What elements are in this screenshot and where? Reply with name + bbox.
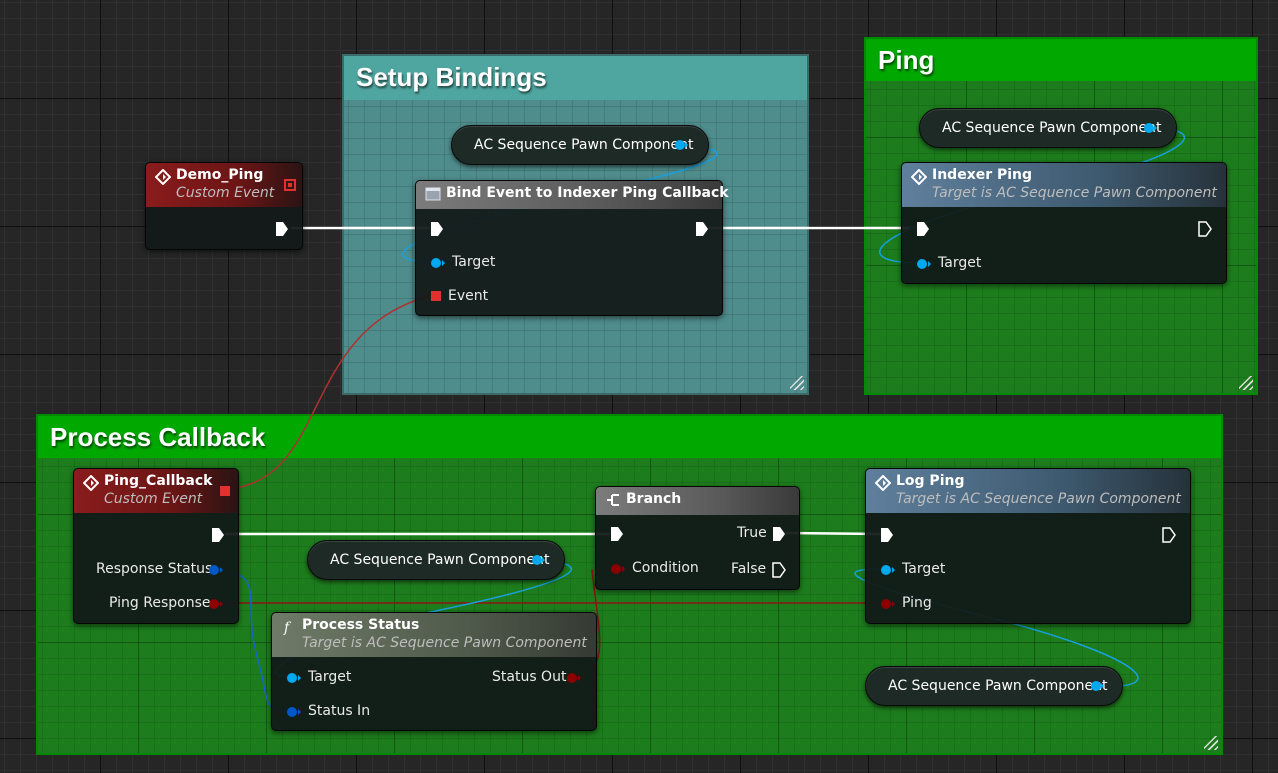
- pin-label-status-out: Status Out: [492, 669, 567, 685]
- delegate-pin-icon[interactable]: [430, 290, 442, 302]
- exec-out-pin-icon[interactable]: [695, 221, 709, 237]
- pin-label-target: Target: [308, 669, 352, 685]
- object-pin-icon[interactable]: [674, 139, 688, 151]
- node-ping-callback[interactable]: Ping_Callback Custom Event Response Stat…: [73, 468, 239, 624]
- object-pin-icon[interactable]: [430, 257, 446, 269]
- node-title: Process Status: [302, 617, 420, 633]
- exec-in-pin-icon[interactable]: [610, 526, 624, 542]
- delegate-pin-icon[interactable]: [284, 179, 296, 191]
- delegate-pin-icon[interactable]: [219, 485, 231, 497]
- variable-ac-sequence-pawn-component[interactable]: AC Sequence Pawn Component: [919, 108, 1177, 148]
- node-subtitle: Custom Event: [176, 185, 275, 201]
- variable-ac-sequence-pawn-component[interactable]: AC Sequence Pawn Component: [307, 540, 565, 580]
- node-log-ping[interactable]: Log Ping Target is AC Sequence Pawn Comp…: [865, 468, 1191, 624]
- pin-label-response-status: Response Status: [96, 561, 213, 577]
- object-pin-icon[interactable]: [880, 564, 896, 576]
- node-subtitle: Custom Event: [104, 491, 203, 507]
- node-bind-event[interactable]: Bind Event to Indexer Ping Callback Targ…: [415, 180, 729, 316]
- node-header[interactable]: Demo_Ping Custom Event: [146, 163, 302, 207]
- struct-pin-icon[interactable]: [566, 672, 582, 684]
- variable-label: AC Sequence Pawn Component: [942, 120, 1162, 136]
- comment-title[interactable]: Process Callback: [38, 416, 1221, 458]
- node-demo-ping[interactable]: Demo_Ping Custom Event: [145, 162, 303, 250]
- exec-out-pin-icon[interactable]: [211, 527, 225, 543]
- exec-out-pin-icon[interactable]: [1162, 527, 1176, 543]
- exec-out-pin-icon[interactable]: [772, 562, 786, 578]
- struct-pin-icon[interactable]: [208, 564, 224, 576]
- node-header[interactable]: f Process Status Target is AC Sequence P…: [272, 613, 596, 657]
- event-diamond-icon: [83, 475, 99, 491]
- node-title: Demo_Ping: [176, 167, 264, 183]
- exec-in-pin-icon[interactable]: [880, 527, 894, 543]
- node-title: Log Ping: [896, 473, 965, 489]
- pin-label-true: True: [737, 525, 767, 541]
- struct-pin-icon[interactable]: [286, 706, 302, 718]
- exec-out-pin-icon[interactable]: [1198, 221, 1212, 237]
- pin-label-target: Target: [902, 561, 946, 577]
- struct-pin-icon[interactable]: [208, 598, 224, 610]
- pin-label-target: Target: [938, 255, 982, 271]
- exec-in-pin-icon[interactable]: [916, 221, 930, 237]
- node-title: Branch: [626, 491, 682, 507]
- node-subtitle: Target is AC Sequence Pawn Component: [932, 185, 1217, 201]
- node-header[interactable]: Ping_Callback Custom Event: [74, 469, 238, 513]
- node-subtitle: Target is AC Sequence Pawn Component: [302, 635, 587, 651]
- branch-icon: [607, 494, 619, 506]
- function-f-icon: f: [283, 620, 292, 635]
- variable-label: AC Sequence Pawn Component: [888, 678, 1108, 694]
- node-process-status[interactable]: f Process Status Target is AC Sequence P…: [271, 612, 597, 731]
- pin-label-event: Event: [448, 288, 489, 304]
- node-branch[interactable]: Branch True Condition False: [595, 486, 800, 590]
- pin-label-condition: Condition: [632, 560, 699, 576]
- node-title: Bind Event to Indexer Ping Callback: [446, 185, 729, 201]
- object-pin-icon[interactable]: [1143, 122, 1157, 134]
- exec-out-pin-icon[interactable]: [275, 221, 289, 237]
- function-window-icon: [425, 187, 441, 201]
- resize-grip-icon[interactable]: [1204, 736, 1218, 750]
- event-diamond-icon: [155, 169, 171, 185]
- object-pin-icon[interactable]: [286, 672, 302, 684]
- node-subtitle: Target is AC Sequence Pawn Component: [896, 491, 1181, 507]
- exec-out-pin-icon[interactable]: [772, 526, 786, 542]
- resize-grip-icon[interactable]: [1239, 376, 1253, 390]
- node-header[interactable]: Indexer Ping Target is AC Sequence Pawn …: [902, 163, 1226, 207]
- object-pin-icon[interactable]: [531, 554, 545, 566]
- bool-pin-icon[interactable]: [610, 563, 626, 575]
- pin-label-status-in: Status In: [308, 703, 371, 719]
- event-diamond-icon: [911, 169, 927, 185]
- struct-pin-icon[interactable]: [880, 598, 896, 610]
- comment-title[interactable]: Setup Bindings: [344, 56, 807, 100]
- node-header[interactable]: Branch: [596, 487, 799, 515]
- object-pin-icon[interactable]: [916, 258, 932, 270]
- variable-ac-sequence-pawn-component[interactable]: AC Sequence Pawn Component: [451, 125, 709, 165]
- node-title: Ping_Callback: [104, 473, 213, 489]
- pin-label-ping-response: Ping Response: [109, 595, 211, 611]
- variable-label: AC Sequence Pawn Component: [474, 137, 694, 153]
- exec-in-pin-icon[interactable]: [430, 221, 444, 237]
- resize-grip-icon[interactable]: [790, 376, 804, 390]
- variable-label: AC Sequence Pawn Component: [330, 552, 550, 568]
- node-header[interactable]: Bind Event to Indexer Ping Callback: [416, 181, 729, 209]
- node-title: Indexer Ping: [932, 167, 1033, 183]
- node-indexer-ping[interactable]: Indexer Ping Target is AC Sequence Pawn …: [901, 162, 1227, 284]
- pin-label-target: Target: [452, 254, 496, 270]
- comment-title[interactable]: Ping: [866, 39, 1256, 81]
- event-diamond-icon: [875, 475, 891, 491]
- node-header[interactable]: Log Ping Target is AC Sequence Pawn Comp…: [866, 469, 1190, 513]
- svg-text:f: f: [283, 620, 292, 635]
- variable-ac-sequence-pawn-component[interactable]: AC Sequence Pawn Component: [865, 666, 1123, 706]
- pin-label-false: False: [731, 561, 767, 577]
- pin-label-ping: Ping: [902, 595, 932, 611]
- object-pin-icon[interactable]: [1090, 680, 1104, 692]
